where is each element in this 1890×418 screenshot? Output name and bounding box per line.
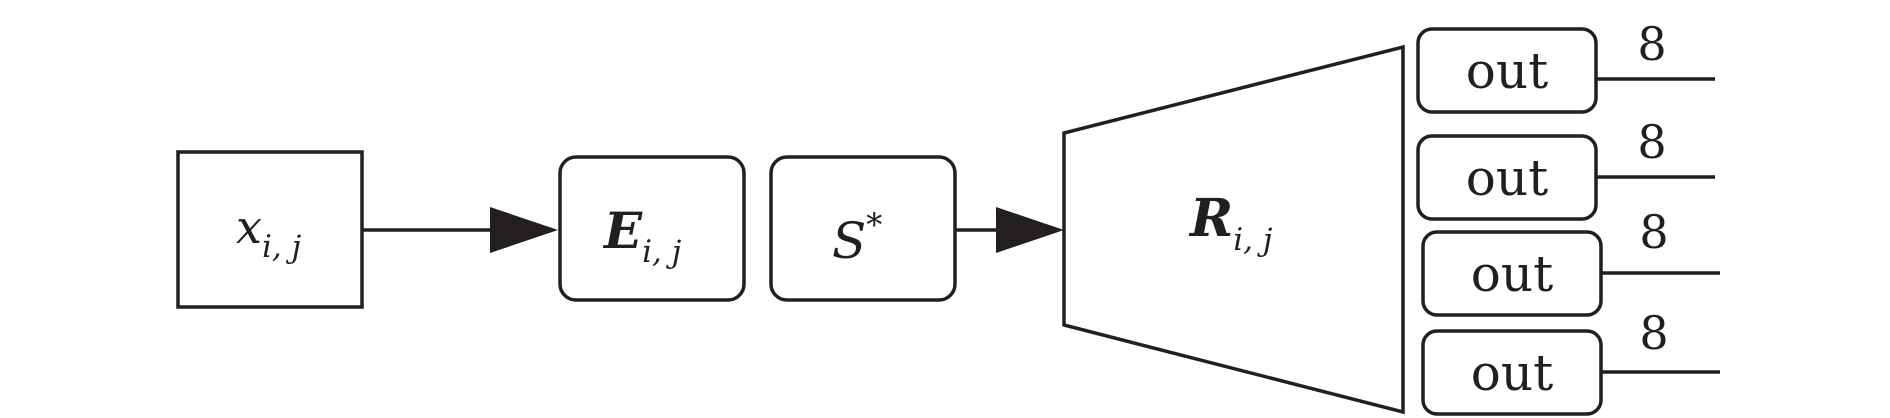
output-3: out 8 <box>1421 205 1720 317</box>
state-label: S* <box>832 206 882 270</box>
state-symbol: S <box>832 212 866 270</box>
output-width-label: 8 <box>1639 306 1668 360</box>
output-width-label: 8 <box>1637 115 1666 169</box>
output-2: out 8 <box>1416 115 1715 221</box>
arrow-state-to-reconstructor <box>955 207 1064 253</box>
output-4: out 8 <box>1421 306 1720 416</box>
reconstructor-block: Ri, j <box>1062 44 1405 415</box>
arrowhead <box>996 207 1064 253</box>
output-label: out <box>1466 149 1548 207</box>
output-label: out <box>1471 245 1553 303</box>
reconstructor-label: Ri, j <box>1188 188 1273 258</box>
reconstructor-symbol: R <box>1188 188 1233 249</box>
reconstructor-subscript: i, j <box>1233 222 1273 258</box>
encoder-subscript: i, j <box>642 234 682 270</box>
arrowhead <box>490 207 558 253</box>
arrow-input-to-encoder <box>362 207 558 253</box>
encoder-box <box>558 155 746 302</box>
output-1: out 8 <box>1416 17 1715 114</box>
output-label: out <box>1466 42 1548 100</box>
input-subscript: i, j <box>262 229 302 265</box>
encoder-label: Ei, j <box>602 201 682 270</box>
state-block: S* <box>769 155 957 302</box>
state-superscript: * <box>866 206 882 244</box>
input-block: xi, j <box>176 150 364 309</box>
input-label: xi, j <box>236 200 302 265</box>
input-symbol: x <box>236 200 262 254</box>
output-width-label: 8 <box>1639 205 1668 259</box>
output-box <box>1416 27 1598 114</box>
output-label: out <box>1471 344 1553 402</box>
encoder-symbol: E <box>602 201 643 260</box>
output-width-label: 8 <box>1637 17 1666 71</box>
reconstructor-trapezoid <box>1062 44 1405 415</box>
encoder-block: Ei, j <box>558 155 746 302</box>
